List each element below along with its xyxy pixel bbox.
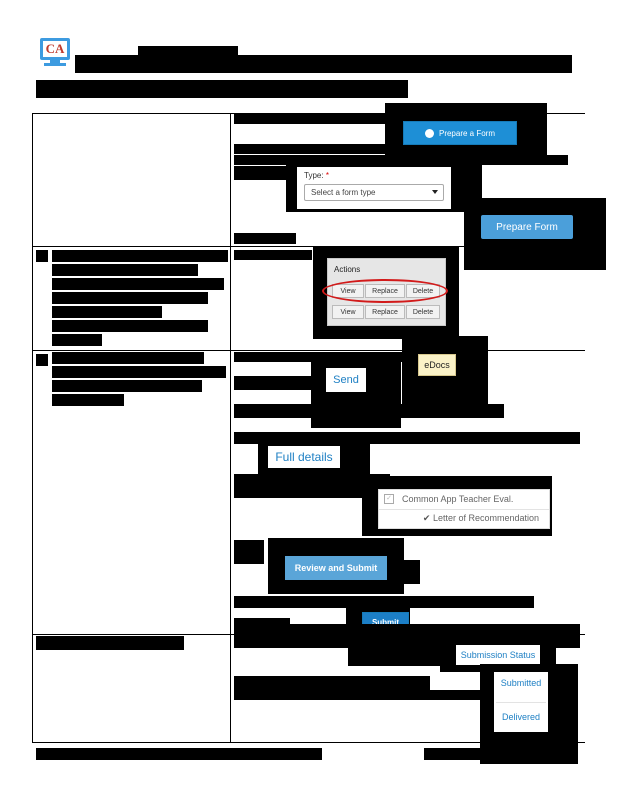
redacted-number [36,354,48,366]
checkbox-icon: ✓ [384,494,394,504]
redacted-text [234,690,480,700]
delivered-label: Delivered [501,712,541,722]
check-icon: ✔ [422,513,431,523]
redacted-text [234,676,430,690]
redacted-footer [424,748,514,760]
table-border-bottom [32,742,585,743]
submitted-label: Submitted [500,678,542,688]
status-list: Submitted Delivered [494,672,548,732]
redacted-text [36,636,184,650]
view-button[interactable]: View [332,305,364,319]
full-details-link[interactable]: Full details [268,446,340,468]
form-type-select[interactable]: Select a form type [304,184,444,201]
delete-button[interactable]: Delete [406,305,440,319]
edocs-tab[interactable]: eDocs [418,354,456,376]
prepare-a-form-button[interactable]: Prepare a Form [403,121,517,145]
highlight-ellipse [322,279,448,303]
redacted-text [52,352,204,364]
table-border-left [32,113,33,743]
logo-text: CA [43,41,67,57]
redacted-title [75,55,572,73]
required-mark: * [325,171,329,180]
form-type-select-value: Select a form type [311,188,376,197]
redacted-text [234,144,386,154]
redacted-text [234,540,264,564]
submit-label: Submit [371,618,400,627]
checklist-item[interactable]: ✓ Common App Teacher Eval. [384,494,513,504]
redacted-footer [36,748,322,760]
redacted-text [52,320,208,332]
checklist-panel: ✓ Common App Teacher Eval. ✔ Letter of R… [378,489,550,529]
delivered-status[interactable]: Delivered [494,712,548,722]
submission-status-link[interactable]: Submission Status [456,645,540,665]
checklist-subitem-label: Letter of Recommendation [432,513,539,523]
redacted-text [52,380,202,392]
ca-logo-icon: CA [38,38,72,66]
send-label: Send [333,374,359,386]
table-row-divider [32,246,585,247]
type-label: Type: [304,171,324,180]
table-border-top [32,113,585,114]
redacted-text [52,306,162,318]
edocs-label: eDocs [424,360,450,370]
redacted-text [234,114,386,124]
full-details-label: Full details [275,450,333,464]
submitted-status[interactable]: Submitted [494,678,548,688]
table-column-divider [230,113,231,743]
redacted-text [234,404,504,418]
caret-down-icon [432,190,438,194]
prepare-form-label: Prepare Form [496,221,558,233]
redacted-text [348,646,444,666]
redacted-text [234,376,312,390]
redacted-text [234,233,296,244]
review-and-submit-label: Review and Submit [294,563,378,573]
checklist-item-label: Common App Teacher Eval. [402,494,514,504]
form-type-dialog: Type: * Select a form type [297,167,451,209]
actions-header: Actions [334,265,361,274]
redacted-text [392,560,420,584]
checklist-subitem: ✔ Letter of Recommendation [423,513,539,524]
redacted-text [52,250,228,262]
prepare-form-button[interactable]: Prepare Form [481,215,573,239]
prepare-a-form-label: Prepare a Form [438,128,496,138]
form-icon [424,128,434,138]
submission-status-label: Submission Status [460,650,536,660]
redacted-text [52,278,224,290]
review-and-submit-button[interactable]: Review and Submit [285,556,387,580]
redacted-text [234,352,410,362]
redacted-text [52,366,226,378]
redacted-text [52,264,198,276]
table-row-divider [32,350,585,351]
redacted-text [52,394,124,406]
redacted-text [234,166,286,180]
replace-button[interactable]: Replace [365,305,405,319]
redacted-text [52,334,102,346]
redacted-title-tab [138,46,238,58]
redacted-number [36,250,48,262]
redacted-text [234,250,312,260]
redacted-text [52,292,208,304]
send-button[interactable]: Send [326,368,366,392]
redacted-subtitle [36,80,408,98]
redacted-text [234,596,534,608]
